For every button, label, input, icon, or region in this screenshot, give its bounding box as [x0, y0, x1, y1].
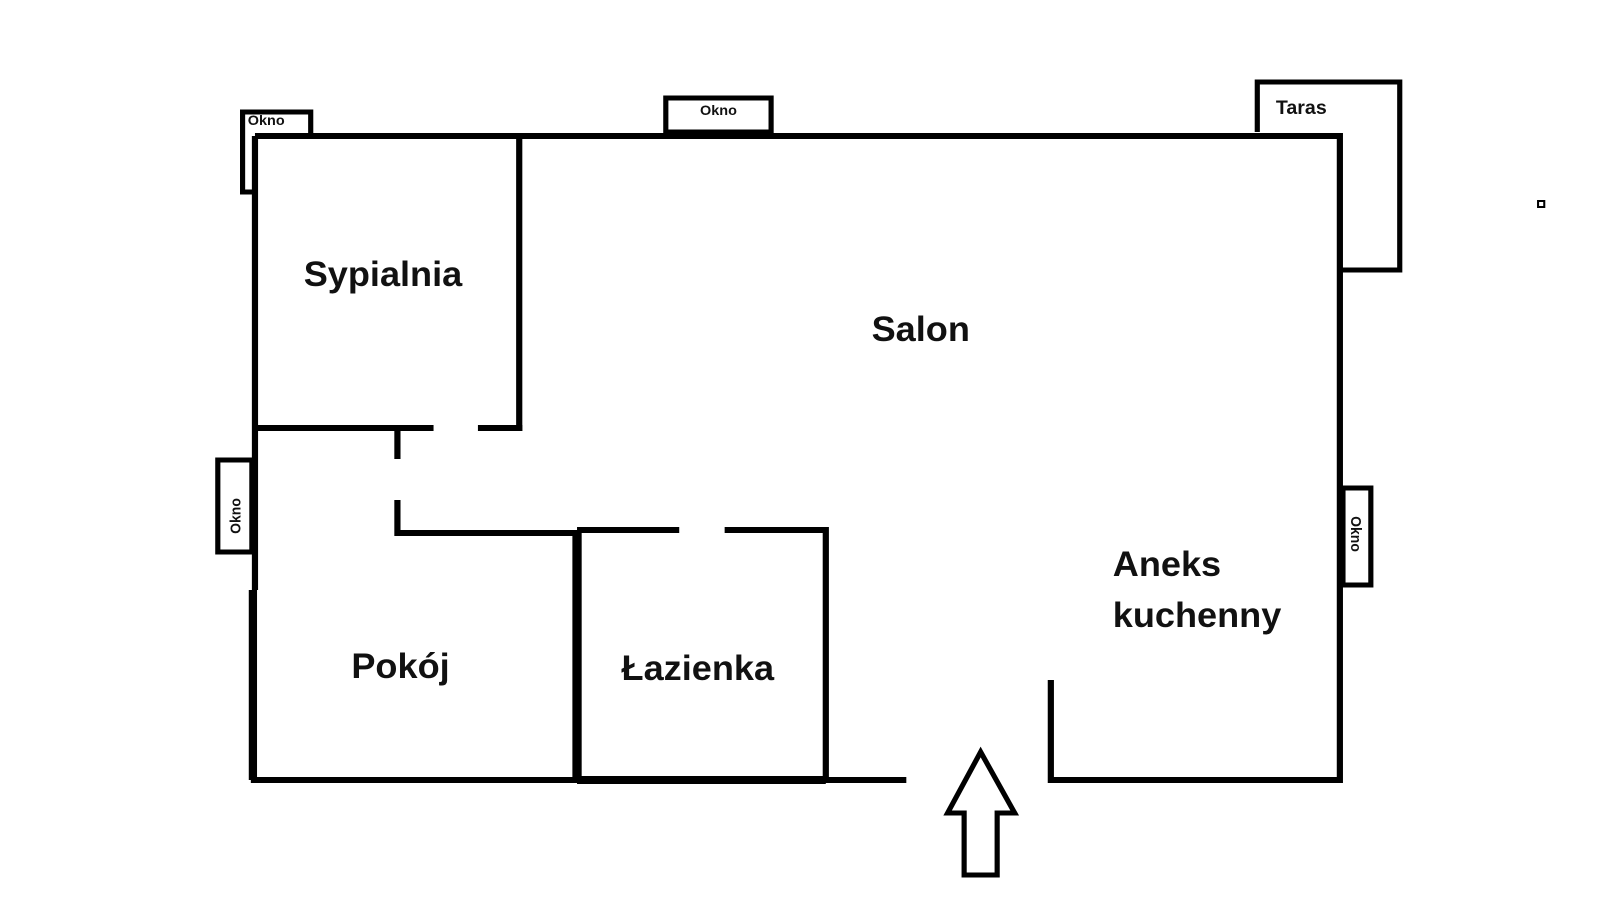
room-walls [394, 428, 576, 536]
window-label: Okno [228, 498, 244, 534]
bedroom-walls [254, 136, 523, 431]
room-label-bedroom: Sypialnia [304, 255, 463, 294]
window-left: Okno [215, 457, 255, 555]
window-label: Okno [1347, 516, 1363, 552]
entrance-arrow-icon [943, 746, 1020, 878]
room-label-kitchen-line2: kuchenny [1113, 596, 1282, 635]
room-label-living-room: Salon [872, 310, 970, 349]
terrace-label: Taras [1276, 98, 1327, 119]
marker-dot [1537, 200, 1546, 208]
window-top-left: Okno [240, 109, 314, 195]
window-label: Okno [248, 113, 285, 129]
bathroom-walls [572, 527, 829, 784]
window-top: Okno [663, 95, 774, 135]
terrace: Taras [1254, 79, 1403, 273]
room-label-room: Pokój [351, 647, 449, 686]
window-right: Okno [1340, 485, 1374, 588]
window-label: Okno [700, 103, 737, 119]
room-label-bathroom: Łazienka [622, 649, 775, 688]
room-label-kitchen-line1: Aneks [1113, 545, 1221, 584]
